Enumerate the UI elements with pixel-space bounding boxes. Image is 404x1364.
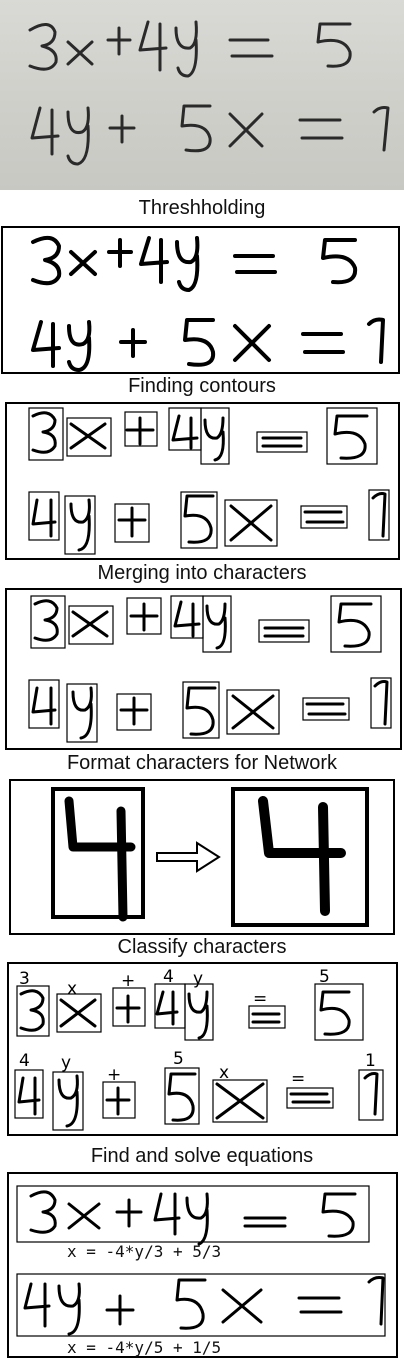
- format-diagram: [51, 787, 369, 927]
- format-panel: [9, 779, 395, 935]
- class-label: +: [121, 971, 135, 991]
- class-label: y: [61, 1053, 71, 1073]
- caption-merging: Merging into characters: [97, 562, 307, 584]
- solution-eq2: x = -4*y/5 + 1/5: [67, 1338, 222, 1357]
- contours-panel: [5, 402, 400, 560]
- input-photo: [0, 0, 404, 190]
- class-label: +: [107, 1065, 121, 1085]
- photo-handwriting: [28, 20, 390, 166]
- merging-diagram: [28, 595, 392, 743]
- solve-diagram: [16, 1185, 386, 1337]
- class-label: 5: [173, 1049, 184, 1069]
- arrow-right-icon: [156, 841, 221, 873]
- threshold-handwriting: [31, 235, 385, 372]
- contours-diagram: [28, 407, 390, 555]
- class-label: =: [253, 989, 267, 1009]
- class-label: 3: [19, 969, 30, 989]
- solve-panel: x = -4*y/3 + 5/3 x = -4*y/5 + 1/5: [7, 1172, 398, 1358]
- class-label: 5: [319, 967, 330, 987]
- caption-threshold: Threshholding: [138, 197, 266, 219]
- caption-solve: Find and solve equations: [90, 1145, 314, 1167]
- merging-panel: [5, 588, 402, 750]
- solution-eq1: x = -4*y/3 + 5/3: [67, 1242, 222, 1261]
- caption-format: Format characters for Network: [66, 752, 338, 774]
- class-label: 1: [365, 1051, 376, 1071]
- caption-classify: Classify characters: [117, 936, 287, 958]
- class-label: y: [193, 969, 203, 989]
- class-label: x: [67, 979, 77, 999]
- class-label: =: [291, 1069, 305, 1089]
- threshold-panel: [1, 226, 400, 374]
- caption-contours: Finding contours: [128, 375, 276, 397]
- classify-diagram: 3 x + 4 y = 5 4 y + 5 x = 1: [14, 967, 384, 1131]
- format-input-character: [51, 787, 145, 922]
- classified-labels: 3 x + 4 y = 5 4 y + 5 x = 1: [19, 967, 376, 1089]
- class-label: 4: [19, 1051, 30, 1071]
- class-label: 4: [163, 967, 174, 987]
- format-output-character: [231, 787, 369, 927]
- classify-panel: 3 x + 4 y = 5 4 y + 5 x = 1: [7, 962, 398, 1136]
- class-label: x: [219, 1063, 229, 1083]
